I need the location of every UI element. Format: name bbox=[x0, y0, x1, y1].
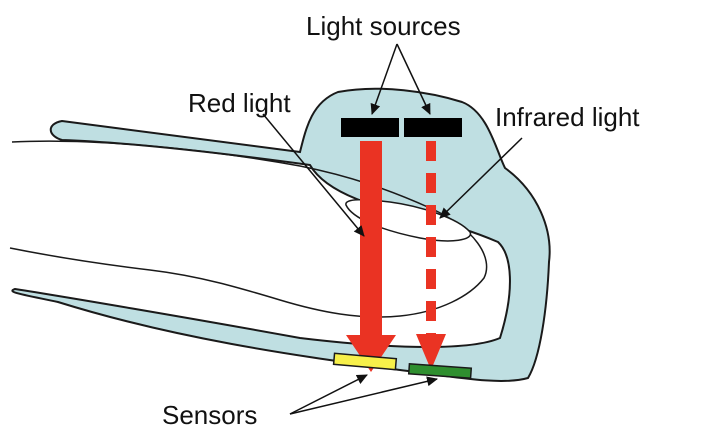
light-sources-pointer-right bbox=[396, 43, 431, 115]
finger-outline bbox=[9, 140, 488, 318]
red-light-source bbox=[341, 118, 399, 137]
sensors-pointer-right bbox=[289, 376, 438, 415]
red-light-beam bbox=[346, 141, 396, 372]
sensors-pointer-left bbox=[289, 374, 368, 415]
infrared-light-pointer bbox=[439, 137, 523, 219]
light-sources-pointer-left bbox=[370, 43, 398, 115]
red-light-label: Red light bbox=[188, 88, 291, 118]
light-sources-label: Light sources bbox=[306, 11, 461, 41]
sensor-green bbox=[407, 363, 473, 379]
infrared-light-source bbox=[404, 118, 462, 137]
infrared-light-label: Infrared light bbox=[495, 102, 640, 132]
sensors-label: Sensors bbox=[162, 400, 257, 430]
red-light-pointer bbox=[262, 113, 365, 237]
infrared-light-beam bbox=[416, 141, 446, 370]
sensor-yellow bbox=[332, 352, 398, 371]
